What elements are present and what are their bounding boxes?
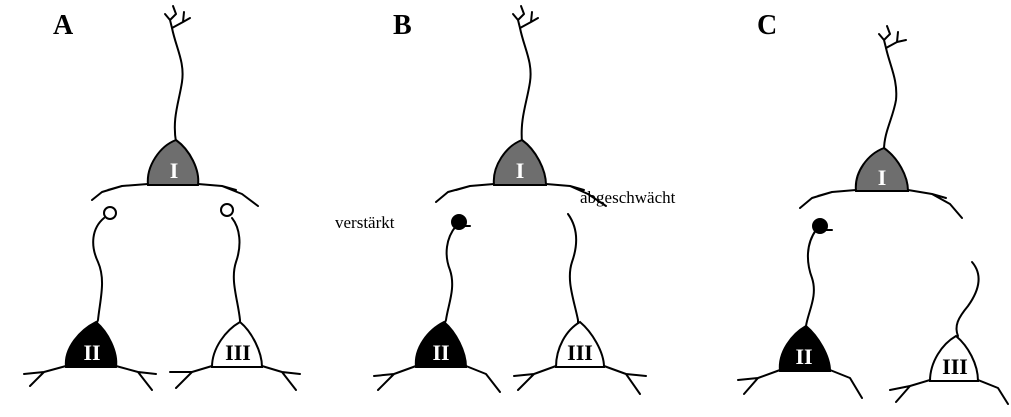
neuron-label: III [225, 340, 251, 365]
neuron-ii: II [738, 230, 862, 398]
annotation-weakened: abgeschwächt [580, 188, 676, 207]
neuron-label: III [942, 354, 968, 379]
synapse-left [104, 207, 116, 219]
neuron-i: I [92, 6, 258, 206]
neuron-label: II [795, 344, 812, 369]
neuron-iii: III [170, 218, 300, 390]
panel-b: B I II III verstärkt abgeschwächt [335, 6, 676, 394]
annotation-strengthened: verstärkt [335, 213, 395, 232]
neuron-ii: II [24, 218, 156, 390]
neuron-i: I [800, 26, 962, 218]
neuron-i: I [436, 6, 606, 206]
panel-label: C [757, 10, 777, 41]
panel-a: A I II III [24, 6, 300, 390]
panel-c: C I II III [738, 10, 1008, 404]
neuron-label: II [432, 340, 449, 365]
neuron-label: I [878, 165, 887, 190]
synapse-right [221, 204, 233, 216]
neuron-iii: III [514, 214, 646, 394]
neuron-label: III [567, 340, 593, 365]
panel-label: B [393, 10, 412, 41]
neuron-label: II [83, 340, 100, 365]
neuron-label: I [170, 158, 179, 183]
neuron-label: I [516, 158, 525, 183]
neuron-iii: III [890, 262, 1008, 404]
neuron-ii: II [374, 226, 500, 392]
panel-label: A [53, 10, 74, 41]
